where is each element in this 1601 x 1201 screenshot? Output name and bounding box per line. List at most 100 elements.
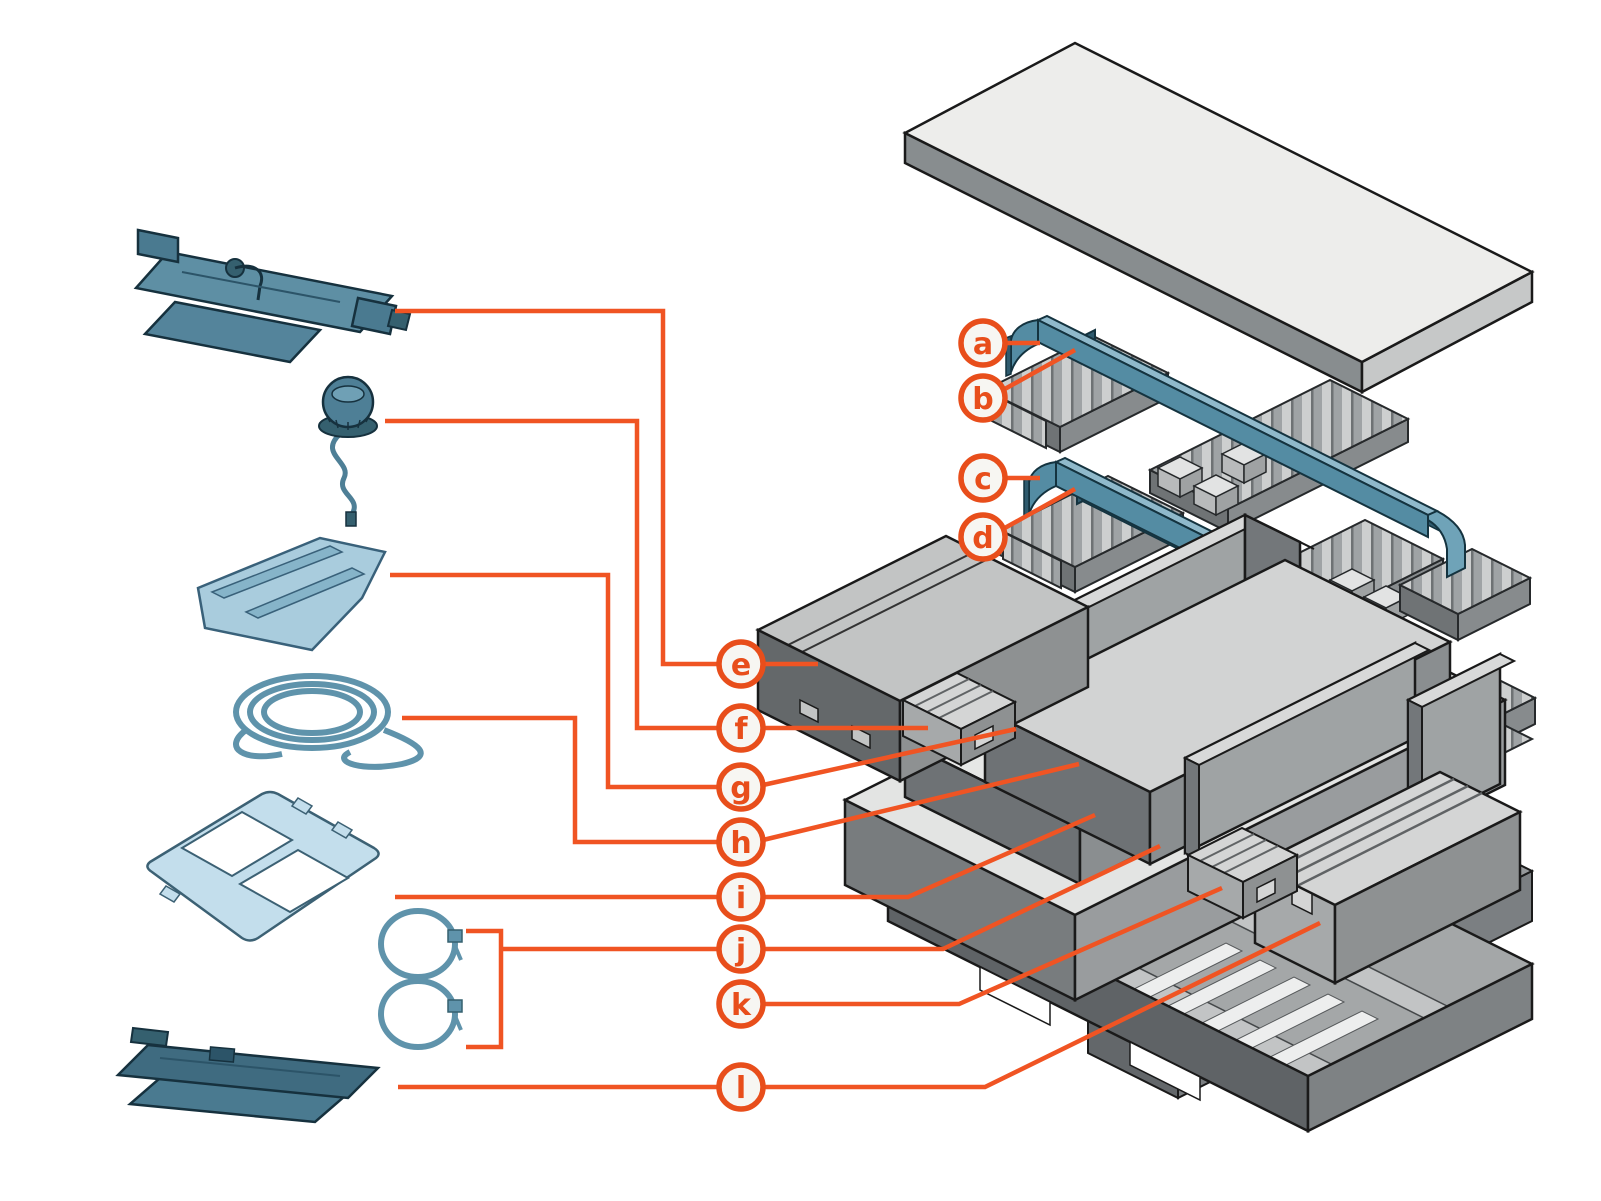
callout-k-letter: k (731, 988, 752, 1023)
plate-rail (244, 567, 366, 619)
callout-g-letter: g (730, 771, 751, 806)
leader-e-left (395, 308, 719, 667)
pallet-foot-notch (979, 965, 1051, 1027)
box-rib (1223, 845, 1279, 874)
part-g-plate (196, 536, 387, 652)
part-f-pump-knob (318, 375, 378, 527)
leader-g-right (762, 726, 1017, 788)
box-rib (1211, 839, 1267, 868)
callout-j-letter: j (735, 933, 746, 968)
callout-k: k (716, 979, 766, 1029)
callout-d-letter: d (972, 521, 993, 556)
coil-tail-left (233, 727, 283, 760)
tray-right-block (350, 296, 398, 336)
callout-b-letter: b (972, 382, 993, 417)
callout-c-circle (958, 453, 1008, 503)
box-rib (1282, 784, 1469, 881)
callout-i-circle (716, 872, 766, 922)
leader-k-right (763, 885, 1223, 1007)
callout-a-circle (958, 318, 1008, 368)
callout-f-letter: f (734, 712, 748, 747)
pallet-foot-notch (1129, 1040, 1201, 1102)
box-lid-seam (787, 550, 977, 646)
packing-lid (902, 41, 1535, 395)
leader-d (1001, 487, 1077, 531)
leader-f-left (385, 418, 719, 731)
knob-cable (330, 432, 357, 516)
clamp-tail (453, 1015, 463, 1031)
coil-loop-outer (233, 673, 391, 751)
box-lid-seam (801, 557, 991, 653)
clamp-tail (453, 945, 463, 961)
callout-e-circle (716, 639, 766, 689)
strap-right-bend (1427, 509, 1466, 579)
frame-tab (290, 797, 314, 815)
strap-end-cap (1023, 476, 1030, 520)
leader-lines (385, 308, 1321, 1090)
callout-b: b (958, 373, 1008, 423)
callout-f: f (716, 703, 766, 753)
callout-l-circle (716, 1062, 766, 1112)
plate-rail (210, 545, 344, 599)
pallet-right-face (1306, 961, 1534, 1134)
callout-l: l (716, 1062, 766, 1112)
callout-h: h (716, 817, 766, 867)
callout-i: i (716, 872, 766, 922)
box-rib (926, 684, 982, 713)
callout-c: c (958, 453, 1008, 503)
leader-j-right (763, 843, 1161, 952)
callout-e: e (716, 639, 766, 689)
coil-loop-inner (261, 688, 363, 736)
tray-left-flange (136, 228, 180, 264)
leader-i-right (763, 812, 1096, 900)
box-rib (1268, 777, 1455, 874)
callout-c-letter: c (974, 462, 992, 497)
callout-a-letter: a (973, 327, 993, 362)
frame-cutout (237, 848, 351, 914)
leader-j-bracket (466, 928, 504, 1050)
tray-pump-block (208, 1046, 236, 1063)
leader-g-left (390, 572, 719, 790)
box-j-target (1185, 826, 1300, 920)
tray-inner-line (159, 1057, 341, 1077)
callout-j: j (716, 924, 766, 974)
foam-cube-cluster (1156, 442, 1268, 517)
callout-j-circle (716, 924, 766, 974)
box-rib (914, 678, 970, 707)
strap-left-bend (1010, 318, 1039, 373)
clamp-ring (378, 978, 458, 1050)
frame-tab (330, 821, 354, 839)
callout-k-circle (716, 979, 766, 1029)
inner-wall-right (1182, 640, 1432, 862)
box-notch (1256, 877, 1276, 904)
strap-part-a (1005, 314, 1466, 579)
wall-end-cap (1184, 756, 1200, 862)
tray-plate (115, 1043, 381, 1100)
callout-a: a (958, 318, 1008, 368)
callout-h-circle (716, 817, 766, 867)
box-handle-slot (799, 698, 819, 724)
knob-dome-top (331, 385, 365, 403)
leader-h-left (402, 715, 719, 845)
frame-sheet (146, 790, 380, 942)
frame-cutout (180, 810, 294, 878)
callout-l-letter: l (736, 1071, 746, 1106)
callout-i-letter: i (736, 881, 746, 916)
frame-tab (158, 885, 182, 903)
clamp-buckle (447, 929, 463, 943)
tray-left-tab (129, 1026, 170, 1048)
part-j-clamp-rings (378, 908, 463, 1050)
box-k-target (1252, 770, 1523, 986)
clamp-buckle (447, 999, 463, 1013)
foam-cube-right (1215, 484, 1239, 517)
part-l-base-tray (115, 1026, 381, 1124)
foam-cube-right (1243, 452, 1267, 485)
foam-corner-right-upper (1397, 547, 1533, 642)
callout-b-circle (958, 373, 1008, 423)
part-i-frame-sheet (146, 790, 380, 942)
box-rib (1296, 791, 1483, 888)
coil-tail-right (341, 727, 424, 770)
leader-b (1001, 348, 1077, 392)
